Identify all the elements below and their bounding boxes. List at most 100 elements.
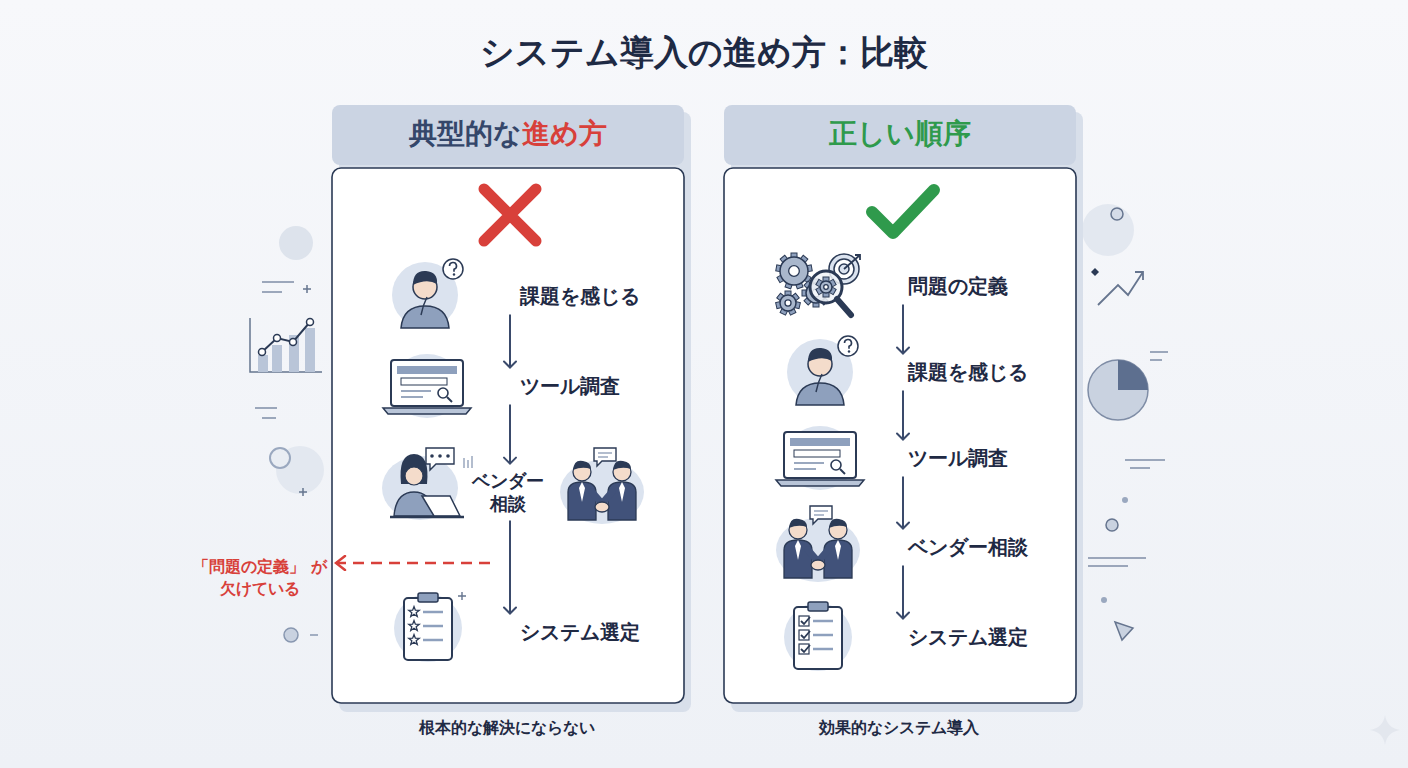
checklist-icon (784, 602, 852, 671)
gears-magnifier-icon (776, 253, 860, 315)
laptop-search-icon-part (447, 397, 452, 402)
laptop-search-icon-part (776, 480, 864, 486)
thinking-person-icon-part (844, 339, 851, 348)
step-label: ベンダー相談 (908, 534, 1028, 561)
handshake-icon-part (824, 540, 852, 578)
thinking-person-icon (392, 259, 463, 328)
background-decoration-part (1122, 497, 1128, 503)
person-at-laptop-icon-part (390, 516, 464, 519)
background-decoration-part (279, 226, 313, 260)
person-at-laptop-icon-part (401, 454, 428, 484)
callout-leader (336, 562, 490, 565)
handshake-icon-part (814, 511, 828, 515)
rated-checklist-icon-part (458, 592, 466, 600)
thinking-person-icon-part (443, 259, 463, 279)
background-decoration-part (310, 634, 318, 636)
connector-layer (510, 305, 903, 619)
rated-checklist-icon-part (409, 607, 419, 617)
handshake-icon-part (811, 560, 825, 570)
process-step: ツール調査 (908, 445, 1008, 472)
panel-frame-part (332, 105, 684, 165)
panel-frame-part (724, 105, 1076, 165)
person-at-laptop-icon (382, 448, 472, 520)
background-decoration-part (270, 448, 290, 468)
laptop-search-icon (383, 354, 471, 418)
check-mark (872, 190, 934, 233)
thinking-person-icon-part (838, 336, 858, 356)
laptop-search-icon-part (831, 460, 841, 470)
background-decoration-part (255, 282, 294, 418)
laptop-search-icon-part (438, 388, 448, 398)
panel-header: 典型的な進め方 (332, 105, 684, 163)
rated-checklist-icon-part (423, 611, 443, 614)
handshake-icon-part (568, 482, 596, 520)
checklist-icon-part (799, 644, 809, 654)
process-step: 課題を感じる (520, 283, 640, 310)
background-decoration-part (1082, 204, 1134, 256)
background-decoration-part (1125, 460, 1165, 468)
background-decoration-part (1101, 597, 1107, 603)
person-at-laptop-icon-part (464, 456, 472, 468)
flow-arrow (902, 391, 904, 440)
background-decoration-part (1098, 272, 1143, 305)
laptop-search-icon-part (794, 450, 840, 457)
rated-checklist-icon-part (409, 635, 419, 645)
handshake-icon-part (608, 482, 636, 520)
thinking-person-icon-part (449, 262, 456, 271)
handshake-icon-part (598, 453, 612, 457)
cross-mark (484, 189, 536, 241)
process-step: 課題を感じる (908, 359, 1028, 386)
comparison-panel: 正しい順序問題の定義課題を感じるツール調査ベンダー相談システム選定 (724, 105, 1076, 703)
panel-heading: 典型的な (409, 115, 522, 153)
laptop-search-icon-part (401, 391, 431, 397)
handshake-icon-part (789, 519, 807, 528)
step-label: システム選定 (520, 619, 640, 646)
rated-checklist-icon-part (423, 639, 443, 642)
step-label: 課題を感じる (908, 359, 1028, 386)
laptop-search-icon-part (391, 360, 463, 406)
step-label: ツール調査 (520, 373, 620, 400)
laptop-search-icon-part (840, 469, 845, 474)
gears-magnifier-icon-part (780, 257, 808, 285)
step-label: ツール調査 (908, 445, 1008, 472)
background-decoration-part (303, 285, 311, 293)
comparison-panel: 典型的な進め方課題を感じるツール調査ベンダー 相談システム選定 (332, 105, 684, 703)
flow-arrow (509, 405, 511, 464)
step-label: 課題を感じる (520, 283, 640, 310)
handshake-icon-part (579, 482, 585, 502)
background-decoration-part (1091, 268, 1099, 276)
person-at-laptop-icon-part (438, 454, 442, 458)
background-decoration-part (1370, 715, 1400, 745)
checklist-icon-part (813, 620, 833, 623)
checklist-icon-part (794, 607, 842, 669)
background-decoration-part (1106, 519, 1118, 531)
background-decoration-part (305, 328, 315, 372)
person-at-laptop-icon-part (405, 467, 423, 485)
checklist-icon-part (801, 617, 810, 624)
flow-arrow (902, 477, 904, 529)
handshake-icon (560, 448, 644, 524)
process-step: ツール調査 (520, 373, 620, 400)
handshake-icon-part (613, 461, 631, 470)
flow-arrow (509, 520, 511, 613)
handshake-icon-part (795, 540, 801, 560)
background-decoration-part (262, 322, 310, 352)
person-at-laptop-icon-part (430, 454, 434, 458)
gears-magnifier-icon-part (789, 266, 800, 277)
handshake-icon (776, 506, 860, 582)
panel-frame-part (332, 168, 684, 703)
rated-checklist-icon (394, 592, 466, 662)
rated-checklist-icon-part (423, 625, 443, 628)
rated-checklist-icon-part (409, 621, 419, 631)
background-decoration-part (290, 339, 297, 346)
thinking-person-icon-part (808, 348, 832, 362)
checklist-icon-part (813, 648, 833, 651)
handshake-icon-part (829, 519, 847, 528)
background-decoration-part (299, 488, 307, 496)
checklist-icon-part (799, 616, 809, 626)
rated-checklist-icon-part (418, 593, 438, 602)
process-step: システム選定 (908, 624, 1028, 651)
checklist-icon-part (799, 630, 809, 640)
laptop-search-icon-part (790, 438, 850, 446)
